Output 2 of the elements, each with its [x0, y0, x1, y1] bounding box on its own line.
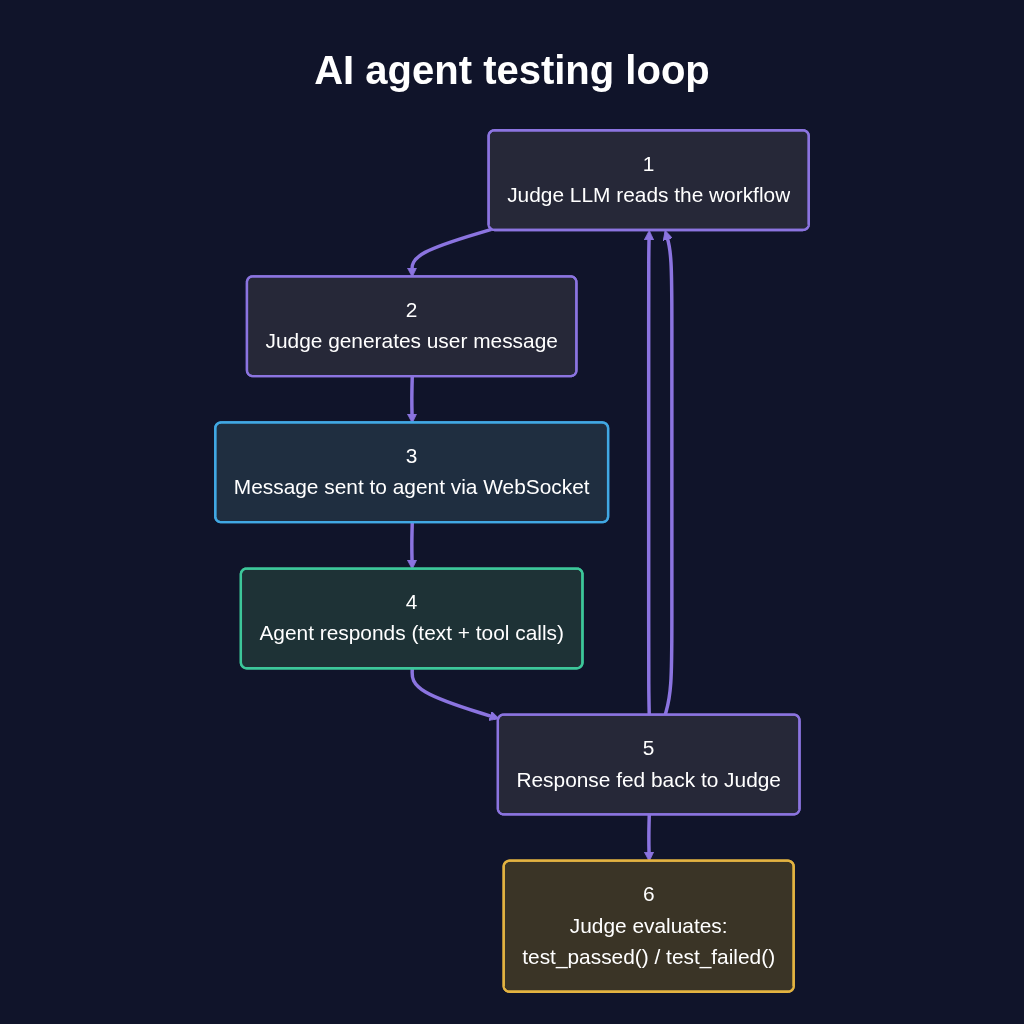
diagram-title: AI agent testing loop [313, 47, 711, 94]
arrow [410, 668, 500, 721]
